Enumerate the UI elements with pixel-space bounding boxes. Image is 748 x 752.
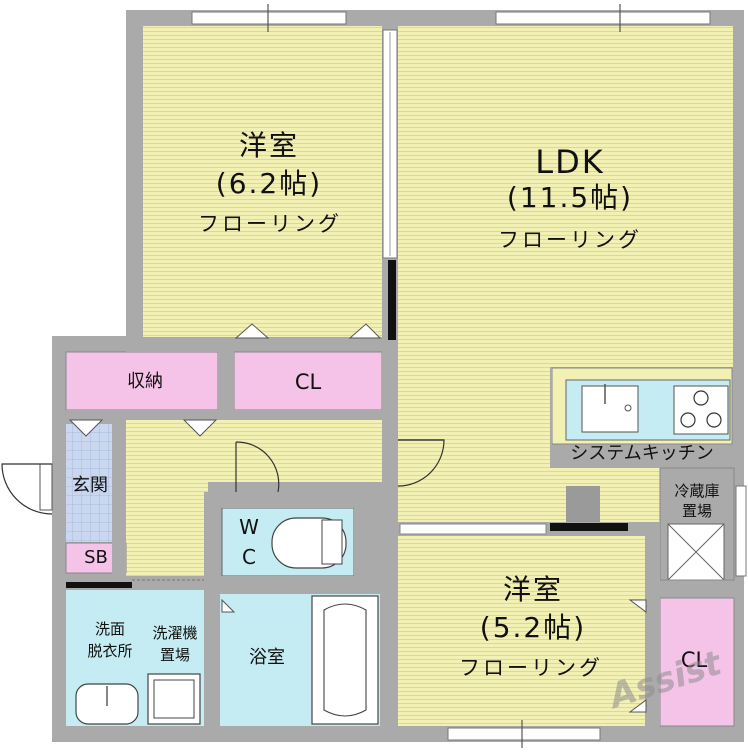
closet2-label: CL: [680, 648, 708, 672]
sink-icon: [581, 385, 639, 433]
stove-icon: [673, 385, 729, 435]
washer-space-icon: [147, 673, 201, 725]
fridge-label-line1: 冷蔵庫: [674, 482, 720, 500]
pipe-shaft: [566, 486, 600, 526]
room-floor-western2: フローリング: [459, 656, 603, 680]
room-size-western2: (5.2帖): [479, 611, 587, 644]
room-size-western1: (6.2帖): [215, 167, 323, 200]
entrance-label: 玄関: [72, 475, 108, 496]
bathtub-icon: [311, 595, 379, 725]
room-floor-western1: フローリング: [198, 212, 342, 236]
western-room-1-floor: [143, 26, 382, 337]
western-room-2-floor: [398, 536, 645, 726]
ldk-floor: [398, 367, 550, 522]
room-name-ldk: LDK: [535, 143, 605, 181]
fridge-label-line2: 置場: [681, 502, 712, 520]
room-name-western2: 洋室: [502, 573, 563, 606]
windows: [191, 11, 747, 741]
wc-label-c: C: [242, 545, 256, 569]
closet1-label: CL: [294, 370, 322, 394]
closet-room2: [659, 597, 735, 727]
black-markers: [66, 260, 628, 588]
room-size-ldk: (11.5帖): [506, 181, 634, 214]
room-name-western1: 洋室: [238, 129, 299, 162]
washroom-label-line2: 脱衣所: [87, 642, 133, 660]
wc-label-w: W: [239, 515, 259, 539]
hall-floor: [126, 420, 382, 482]
bathroom-label: 浴室: [249, 647, 285, 668]
hall-floor: [126, 482, 208, 584]
ldk-floor: [398, 26, 733, 367]
room-floor-ldk: フローリング: [498, 228, 642, 252]
kitchen-label: システムキッチン: [570, 443, 714, 464]
entrance-floor: [66, 424, 112, 542]
washer-label-line2: 置場: [159, 646, 190, 664]
washroom-label-line1: 洗面: [94, 620, 125, 638]
washer-label-line1: 洗濯機: [152, 624, 198, 642]
shoe-box-label: SB: [84, 547, 108, 568]
storage-label: 収納: [127, 371, 163, 392]
